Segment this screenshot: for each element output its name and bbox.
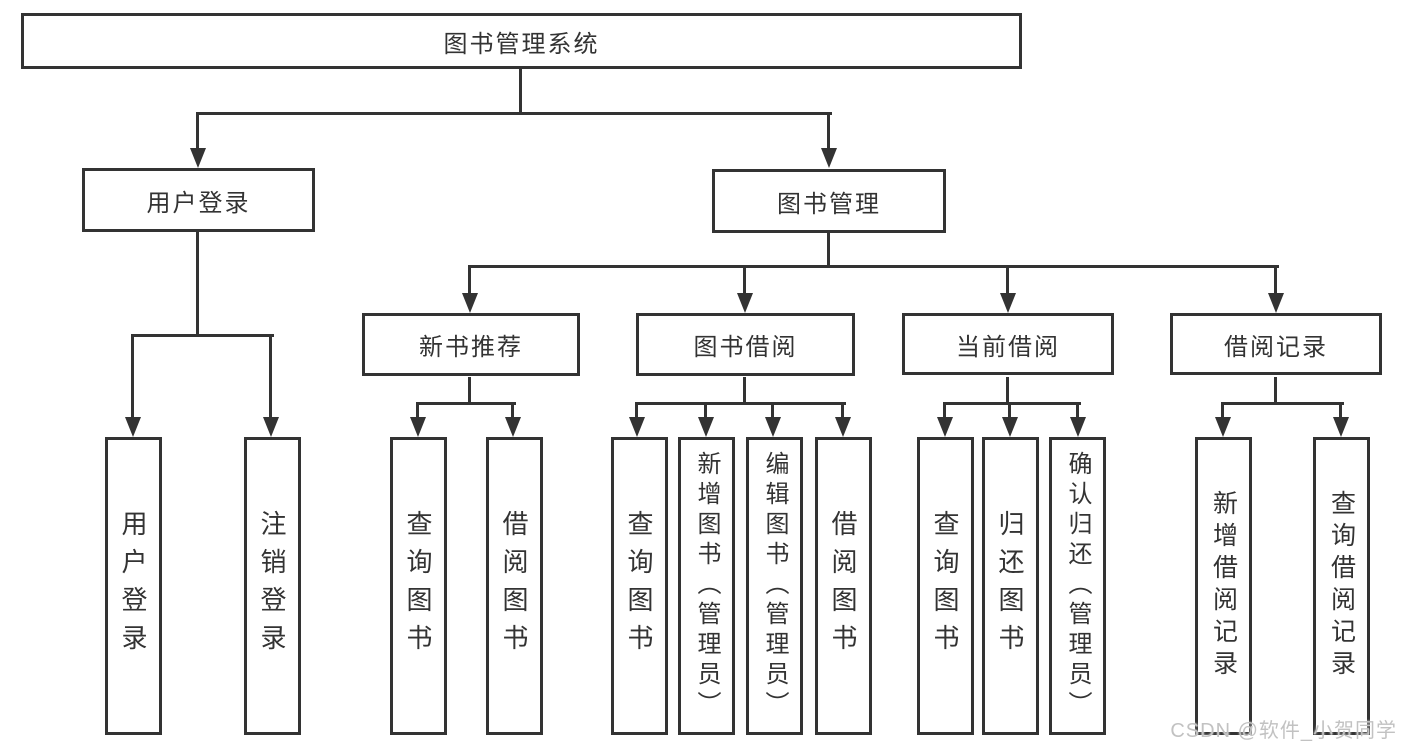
arrowhead-down-icon xyxy=(410,417,426,437)
leaf-confirm-return-admin-label: 确认归还（管理员） xyxy=(1064,451,1091,721)
connector-line xyxy=(771,403,774,419)
arrowhead-down-icon xyxy=(937,417,953,437)
arrowhead-down-icon xyxy=(629,417,645,437)
leaf-borrow-books-recommend: 借阅图书 xyxy=(486,437,543,735)
node-book-management: 图书管理 xyxy=(712,169,946,233)
leaf-query-books-recommend: 查询图书 xyxy=(390,437,447,735)
leaf-add-books-admin-label: 新增图书（管理员） xyxy=(693,451,720,721)
node-current-borrowing: 当前借阅 xyxy=(902,313,1114,375)
node-book-management-label: 图书管理 xyxy=(777,190,881,218)
connector-line xyxy=(1006,377,1009,405)
node-borrowing-records-label: 借阅记录 xyxy=(1224,333,1328,361)
arrowhead-down-icon xyxy=(1333,417,1349,437)
leaf-query-books-recommend-label: 查询图书 xyxy=(403,510,433,662)
connector-line xyxy=(468,266,471,296)
arrowhead-down-icon xyxy=(821,148,837,168)
connector-line xyxy=(841,403,844,419)
leaf-query-books-borrowing-label: 查询图书 xyxy=(624,510,654,662)
connector-line xyxy=(827,113,830,151)
connector-line xyxy=(635,402,846,405)
node-borrowing-records: 借阅记录 xyxy=(1170,313,1382,375)
connector-line xyxy=(704,403,707,419)
connector-line xyxy=(196,112,832,115)
connector-line xyxy=(1221,402,1344,405)
node-new-book-recommend-label: 新书推荐 xyxy=(419,334,523,361)
leaf-query-borrow-record: 查询借阅记录 xyxy=(1313,437,1370,735)
connector-line xyxy=(943,403,946,419)
connector-line xyxy=(1339,403,1342,419)
node-book-borrowing: 图书借阅 xyxy=(636,313,855,376)
connector-line xyxy=(519,68,522,114)
connector-line xyxy=(1274,377,1277,405)
leaf-query-books-borrowing: 查询图书 xyxy=(611,437,668,735)
leaf-edit-books-admin-label: 编辑图书（管理员） xyxy=(761,451,788,721)
connector-line xyxy=(196,232,199,337)
leaf-return-books-label: 归还图书 xyxy=(995,510,1025,662)
leaf-add-borrow-record: 新增借阅记录 xyxy=(1195,437,1252,735)
arrowhead-down-icon xyxy=(765,417,781,437)
arrowhead-down-icon xyxy=(505,417,521,437)
leaf-logout-label: 注销登录 xyxy=(257,510,287,662)
connector-line xyxy=(943,402,1081,405)
leaf-edit-books-admin: 编辑图书（管理员） xyxy=(746,437,803,735)
connector-line xyxy=(1076,403,1079,419)
node-book-borrowing-label: 图书借阅 xyxy=(693,334,798,361)
leaf-query-borrow-record-label: 查询借阅记录 xyxy=(1327,490,1356,682)
connector-line xyxy=(743,266,746,296)
arrowhead-down-icon xyxy=(263,417,279,437)
leaf-add-books-admin: 新增图书（管理员） xyxy=(678,437,735,735)
arrowhead-down-icon xyxy=(1070,417,1086,437)
leaf-borrow-books-recommend-label: 借阅图书 xyxy=(499,510,529,662)
connector-line xyxy=(468,377,471,405)
leaf-borrow-books-label: 借阅图书 xyxy=(828,510,858,662)
node-new-book-recommend: 新书推荐 xyxy=(362,313,580,376)
connector-line xyxy=(131,335,134,419)
leaf-add-borrow-record-label: 新增借阅记录 xyxy=(1209,490,1238,682)
arrowhead-down-icon xyxy=(125,417,141,437)
leaf-query-books-current-label: 查询图书 xyxy=(930,510,960,662)
connector-line xyxy=(1221,403,1224,419)
connector-line xyxy=(468,265,1279,268)
connector-line xyxy=(1008,403,1011,419)
arrowhead-down-icon xyxy=(190,148,206,168)
arrowhead-down-icon xyxy=(1215,417,1231,437)
node-root-system: 图书管理系统 xyxy=(21,13,1022,69)
arrowhead-down-icon xyxy=(835,417,851,437)
connector-line xyxy=(827,233,830,268)
connector-line xyxy=(416,403,419,419)
leaf-query-books-current: 查询图书 xyxy=(917,437,974,735)
connector-line xyxy=(131,334,274,337)
connector-line xyxy=(1006,266,1009,296)
connector-line xyxy=(743,377,746,405)
node-current-borrowing-label: 当前借阅 xyxy=(956,333,1060,361)
leaf-borrow-books: 借阅图书 xyxy=(815,437,872,735)
leaf-logout: 注销登录 xyxy=(244,437,301,735)
arrowhead-down-icon xyxy=(1268,293,1284,313)
connector-line xyxy=(635,403,638,419)
leaf-user-login-label: 用户登录 xyxy=(118,510,148,662)
leaf-return-books: 归还图书 xyxy=(982,437,1039,735)
csdn-watermark: CSDN @软件_小贺同学 xyxy=(1170,720,1397,742)
leaf-user-login: 用户登录 xyxy=(105,437,162,735)
connector-line xyxy=(1274,266,1277,296)
leaf-confirm-return-admin: 确认归还（管理员） xyxy=(1049,437,1106,735)
connector-line xyxy=(196,113,199,151)
arrowhead-down-icon xyxy=(737,293,753,313)
arrowhead-down-icon xyxy=(1000,293,1016,313)
connector-line xyxy=(416,402,516,405)
connector-line xyxy=(269,335,272,419)
arrowhead-down-icon xyxy=(698,417,714,437)
arrowhead-down-icon xyxy=(462,293,478,313)
node-user-login: 用户登录 xyxy=(82,168,315,232)
arrowhead-down-icon xyxy=(1002,417,1018,437)
node-root-system-label: 图书管理系统 xyxy=(443,30,600,58)
connector-line xyxy=(511,403,514,419)
node-user-login-label: 用户登录 xyxy=(146,189,251,217)
